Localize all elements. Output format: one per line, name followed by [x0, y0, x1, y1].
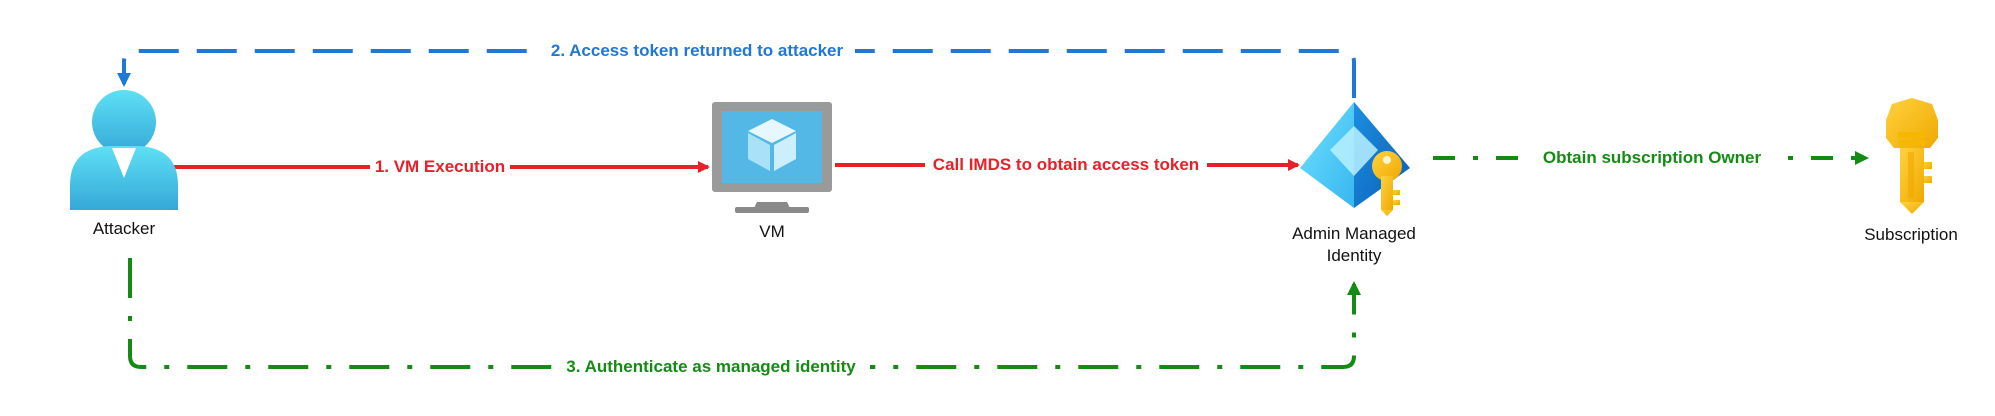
monitor-cube-icon	[712, 102, 832, 213]
node-vm: VM	[712, 102, 832, 241]
edge-label-vm-execution: 1. VM Execution	[375, 157, 505, 176]
edge-label-obtain-owner: Obtain subscription Owner	[1543, 148, 1762, 167]
node-identity: Admin Managed Identity	[1292, 102, 1416, 265]
edge-label-authenticate: 3. Authenticate as managed identity	[566, 357, 856, 376]
edge-label-bg	[370, 154, 510, 178]
edge-label-bg	[925, 152, 1207, 176]
user-icon	[70, 90, 178, 210]
key-icon	[1886, 98, 1938, 214]
node-label-attacker: Attacker	[93, 219, 156, 238]
edge-label-bg	[1534, 145, 1770, 169]
edge-label-bg	[552, 354, 870, 379]
node-label-identity-line1: Admin Managed	[1292, 224, 1416, 243]
pyramid-key-icon	[1300, 102, 1410, 216]
edge-label-call-imds: Call IMDS to obtain access token	[933, 155, 1199, 174]
node-label-subscription: Subscription	[1864, 225, 1958, 244]
node-attacker: Attacker	[70, 90, 178, 238]
edge-label-token-returned: 2. Access token returned to attacker	[551, 41, 844, 60]
node-label-vm: VM	[759, 222, 785, 241]
edge-label-bg	[540, 38, 855, 63]
edge-authenticate	[128, 258, 1361, 369]
node-label-identity-line2: Identity	[1327, 246, 1382, 265]
node-subscription: Subscription	[1864, 98, 1958, 244]
